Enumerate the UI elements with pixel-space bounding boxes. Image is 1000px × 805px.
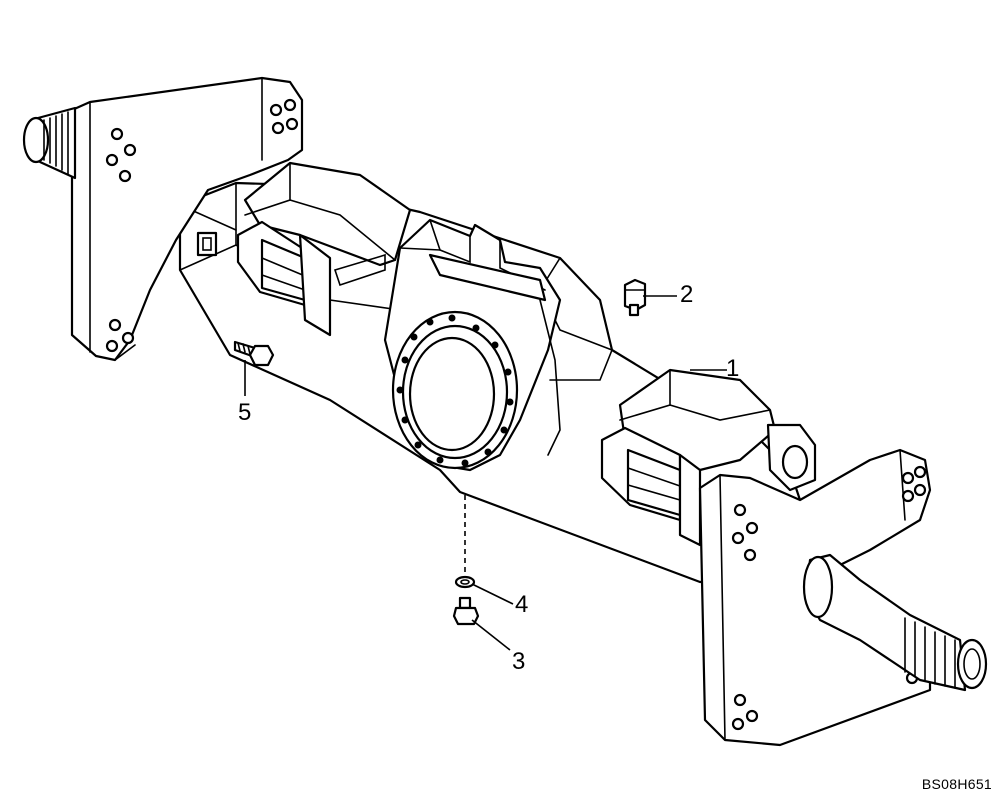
callout-4: 4 [515,591,529,618]
part-5-bolt [233,340,275,367]
callout-3: 3 [512,648,526,675]
flange-bolt-holes [396,314,514,467]
beam-plate [196,231,218,257]
part-4-washer [454,575,476,589]
callout-5: 5 [238,399,252,426]
drawing-reference-code: BS08H651 [921,776,992,792]
part-3-drain-plug [452,596,480,626]
callout-2: 2 [680,281,694,308]
leader-4 [471,583,514,605]
leader-3 [471,619,511,651]
callout-1: 1 [726,355,740,382]
part-2-plug [623,278,647,317]
